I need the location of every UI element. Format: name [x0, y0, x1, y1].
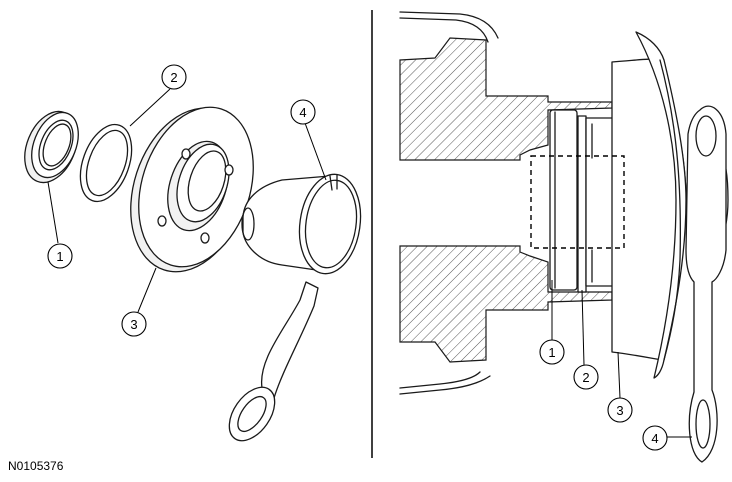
tool-section	[685, 105, 729, 463]
bolt-hole-icon	[157, 148, 234, 244]
callout-3-label: 3	[130, 317, 137, 332]
housing-lower-section	[399, 245, 613, 363]
callout-4	[290, 99, 316, 125]
special-tool-part	[228, 173, 362, 442]
section-callout-3-label: 3	[616, 403, 623, 418]
seal-part	[24, 110, 79, 184]
section-callout-1	[539, 339, 565, 365]
section-callout-4	[642, 425, 668, 451]
section-callout-2	[573, 364, 599, 390]
flange-section	[611, 31, 687, 379]
section-callout-2-label: 2	[582, 370, 589, 385]
callout-2	[161, 64, 187, 90]
callout-1-label: 1	[56, 249, 63, 264]
section-callout-4-label: 4	[651, 431, 658, 446]
exploded-view: 1 2 3 4	[24, 64, 362, 442]
section-callouts: 1 2 3 4	[539, 280, 692, 451]
tool-cup-dashed-outline	[530, 155, 625, 249]
section-callout-1-label: 1	[548, 345, 555, 360]
callout-1	[47, 243, 73, 269]
callout-4-label: 4	[299, 105, 306, 120]
callout-3	[121, 311, 147, 337]
flange-hub-part	[130, 106, 254, 273]
figure-id: N0105376	[8, 459, 64, 473]
spacer-section	[577, 115, 587, 293]
section-callout-3	[607, 397, 633, 423]
section-view: 1 2 3 4	[399, 11, 729, 463]
callout-2-label: 2	[170, 70, 177, 85]
spacer-ring-part	[79, 123, 133, 203]
seal-section	[549, 109, 578, 291]
exploded-callouts: 1 2 3 4	[47, 64, 327, 337]
